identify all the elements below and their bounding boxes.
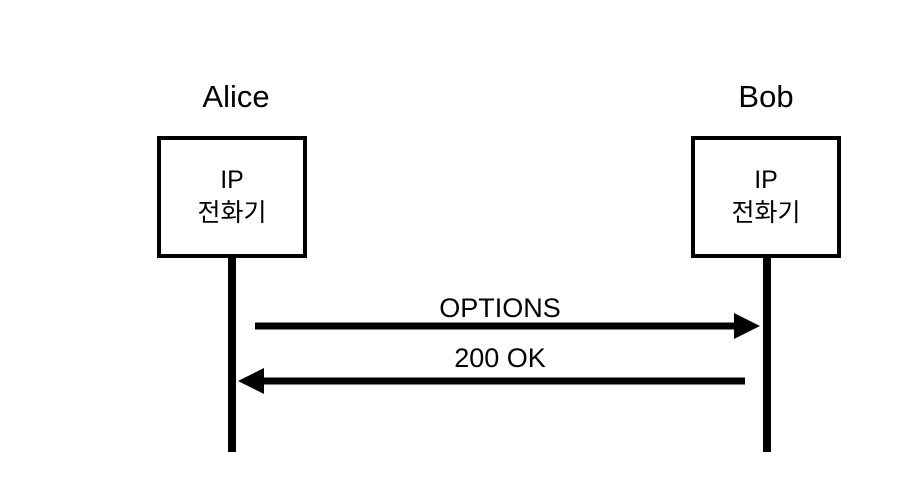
message-label-200-ok: 200 OK	[454, 343, 546, 373]
actor-box-bob: IP 전화기	[691, 136, 841, 258]
message-arrow-options	[255, 313, 760, 339]
actor-box-alice-line1: IP	[220, 166, 244, 194]
actor-box-bob-line1: IP	[754, 166, 778, 194]
actor-box-bob-line2: 전화기	[731, 199, 801, 227]
lifeline-alice	[228, 256, 236, 452]
actor-box-alice-line2: 전화기	[197, 199, 267, 227]
lifeline-bob	[763, 256, 771, 452]
actor-title-alice-label: Alice	[202, 79, 270, 114]
actor-title-bob-label: Bob	[738, 79, 794, 114]
actor-box-alice: IP 전화기	[157, 136, 307, 258]
actor-title-bob: Bob	[616, 80, 900, 114]
message-arrow-200-ok	[238, 368, 745, 394]
actor-title-alice: Alice	[86, 80, 386, 114]
message-label-options: OPTIONS	[439, 293, 561, 323]
